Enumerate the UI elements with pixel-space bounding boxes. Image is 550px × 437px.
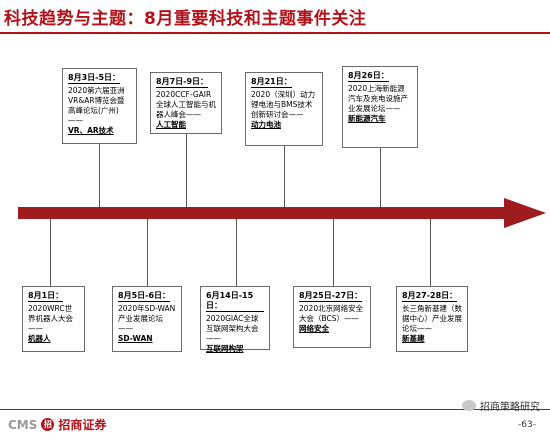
connector [430, 219, 431, 286]
connector [284, 146, 285, 207]
event-date: 8月5日-6日： [118, 291, 171, 302]
connector [99, 144, 100, 207]
brand-name: 招商证券 [58, 418, 107, 432]
event-tag: 网络安全 [299, 324, 329, 333]
event-box-top-2: 8月7日-9日： 2020CCF-GAIR全球人工智能与机器人峰会—— 人工智能 [150, 72, 222, 134]
event-tag: 动力电池 [251, 120, 281, 129]
event-text: 2020WRC世界机器人大会—— [28, 304, 73, 333]
event-box-bottom-3: 6月14日-15日： 2020GIAC全球互联网架构大会—— 互联网构架 [200, 286, 270, 353]
event-date: 8月21日： [251, 77, 292, 88]
title-divider [0, 32, 550, 34]
event-text: 2020GIAC全球互联网架构大会—— [206, 314, 259, 343]
event-box-bottom-4: 8月25日-27日： 2020北京网络安全大会（BCS）—— 网络安全 [293, 286, 371, 348]
event-date: 8月26日： [348, 71, 389, 82]
event-box-top-3: 8月21日： 2020（深圳）动力锂电池与BMS技术创新研讨会—— 动力电池 [245, 72, 323, 146]
event-date: 8月27-28日： [402, 291, 458, 302]
event-box-bottom-5: 8月27-28日： 长三角新基建（数据中心）产业发展论坛—— 新基建 [396, 286, 468, 352]
connector [50, 219, 51, 286]
connector [236, 219, 237, 286]
event-text: 2020北京网络安全大会（BCS）—— [299, 304, 364, 323]
event-tag: 人工智能 [156, 120, 186, 129]
connector [333, 219, 334, 286]
wechat-icon [462, 400, 476, 411]
company-logo: CMS 招 招商证券 [8, 416, 106, 433]
event-text: 2020（深圳）动力锂电池与BMS技术创新研讨会—— [251, 90, 316, 119]
connector [186, 134, 187, 207]
logo-text: CMS [8, 417, 38, 432]
event-box-bottom-1: 8月1日： 2020WRC世界机器人大会—— 机器人 [22, 286, 85, 352]
event-tag: 新基建 [402, 334, 425, 343]
wechat-account: 招商策略研究 [480, 402, 540, 413]
event-tag: 机器人 [28, 334, 51, 343]
event-text: 2020CCF-GAIR全球人工智能与机器人峰会—— [156, 90, 216, 119]
event-date: 6月14日-15日： [206, 291, 264, 312]
page-number: -63- [518, 420, 536, 430]
event-text: 长三角新基建（数据中心）产业发展论坛—— [402, 304, 462, 333]
event-box-bottom-2: 8月5日-6日： 2020年SD-WAN产业发展论坛—— SD-WAN [112, 286, 182, 352]
event-date: 8月3日-5日： [68, 73, 121, 84]
event-box-top-4: 8月26日： 2020上海新能源汽车及充电设施产业发展论坛—— 新能源汽车 [342, 66, 418, 148]
event-date: 8月25日-27日： [299, 291, 363, 302]
connector [380, 148, 381, 207]
event-date: 8月7日-9日： [156, 77, 209, 88]
event-tag: 互联网构架 [206, 344, 244, 353]
event-text: 2020年SD-WAN产业发展论坛—— [118, 304, 176, 333]
page-title: 科技趋势与主题：8月重要科技和主题事件关注 [4, 9, 367, 29]
wechat-watermark: 招商策略研究 [462, 398, 540, 413]
event-box-top-1: 8月3日-5日： 2020第六届亚洲VR&AR博览会暨高峰论坛(广州) —— V… [62, 68, 137, 144]
event-text: 2020第六届亚洲VR&AR博览会暨高峰论坛(广州) —— [68, 86, 125, 125]
event-tag: VR、AR技术 [68, 126, 114, 135]
event-tag: 新能源汽车 [348, 114, 386, 123]
event-text: 2020上海新能源汽车及充电设施产业发展论坛—— [348, 84, 408, 113]
event-tag: SD-WAN [118, 334, 153, 343]
event-date: 8月1日： [28, 291, 64, 302]
footer-divider [0, 409, 550, 410]
logo-mark-icon: 招 [41, 418, 55, 431]
connector [147, 219, 148, 286]
